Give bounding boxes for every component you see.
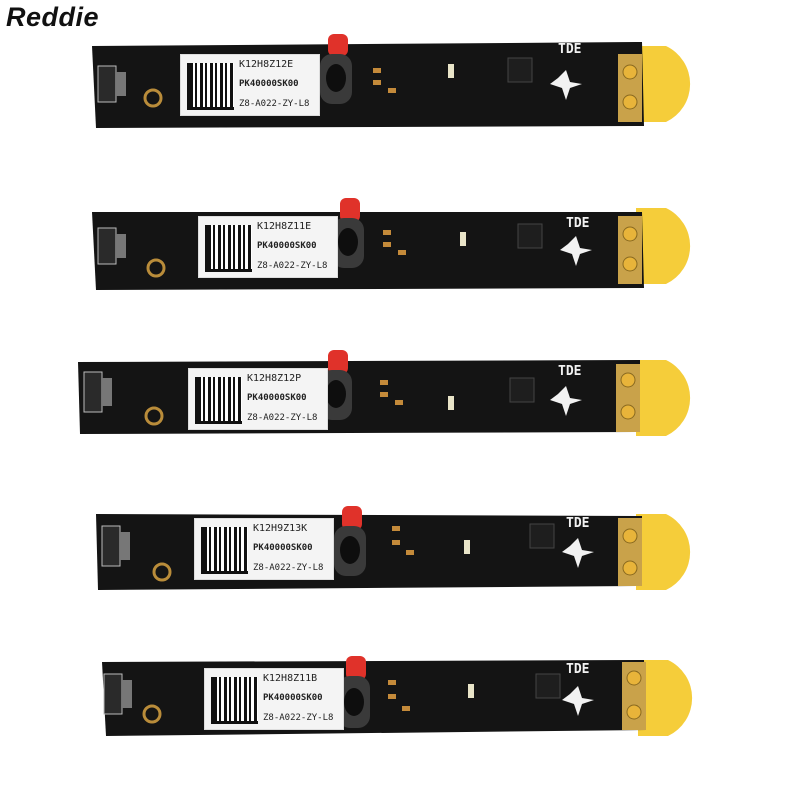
part-number: PK40000SK00 (263, 693, 323, 703)
datamatrix-code (195, 377, 242, 424)
board-shape (92, 198, 691, 290)
part-number: PK40000SK00 (253, 543, 313, 553)
camera-module-board: K12H8Z11B PK40000SK00 Z8-A022-ZY-L8 TDE (96, 654, 716, 754)
serial-number: K12H8Z12E (239, 59, 294, 70)
serial-sticker: K12H8Z12E PK40000SK00 Z8-A022-ZY-L8 (180, 54, 320, 116)
manufacturer-logo: TDE (566, 216, 590, 231)
serial-sticker: K12H8Z12P PK40000SK00 Z8-A022-ZY-L8 (188, 368, 328, 430)
part-number: PK40000SK00 (257, 241, 317, 251)
serial-number: K12H8Z12P (247, 373, 302, 384)
serial-sticker: K12H8Z11E PK40000SK00 Z8-A022-ZY-L8 (198, 216, 338, 278)
part-number: PK40000SK00 (247, 393, 307, 403)
manufacturer-logo: TDE (558, 42, 582, 57)
board-shape (78, 350, 691, 436)
datamatrix-code (211, 677, 258, 724)
lot-code: Z8-A022-ZY-L8 (239, 99, 310, 109)
camera-module-board: K12H8Z12P PK40000SK00 Z8-A022-ZY-L8 TDE (70, 350, 710, 450)
camera-module-board: K12H8Z11E PK40000SK00 Z8-A022-ZY-L8 TDE (88, 190, 708, 290)
lot-code: Z8-A022-ZY-L8 (253, 563, 324, 573)
manufacturer-logo: TDE (566, 662, 590, 677)
datamatrix-code (205, 225, 252, 272)
serial-sticker: K12H9Z13K PK40000SK00 Z8-A022-ZY-L8 (194, 518, 334, 580)
datamatrix-code (187, 63, 234, 110)
brand-watermark: Reddie (6, 2, 100, 32)
board-shape (102, 656, 693, 736)
part-number: PK40000SK00 (239, 79, 299, 89)
lot-code: Z8-A022-ZY-L8 (263, 713, 334, 723)
serial-number: K12H8Z11E (257, 221, 312, 232)
serial-number: K12H9Z13K (253, 523, 308, 534)
manufacturer-logo: TDE (558, 364, 582, 379)
datamatrix-code (201, 527, 248, 574)
camera-module-board: K12H9Z13K PK40000SK00 Z8-A022-ZY-L8 TDE (90, 500, 710, 600)
manufacturer-logo: TDE (566, 516, 590, 531)
board-shape (96, 506, 691, 590)
serial-number: K12H8Z11B (263, 673, 318, 684)
serial-sticker: K12H8Z11B PK40000SK00 Z8-A022-ZY-L8 (204, 668, 344, 730)
camera-module-board: K12H8Z12E PK40000SK00 Z8-A022-ZY-L8 TDE (88, 28, 708, 128)
lot-code: Z8-A022-ZY-L8 (257, 261, 328, 271)
lot-code: Z8-A022-ZY-L8 (247, 413, 318, 423)
